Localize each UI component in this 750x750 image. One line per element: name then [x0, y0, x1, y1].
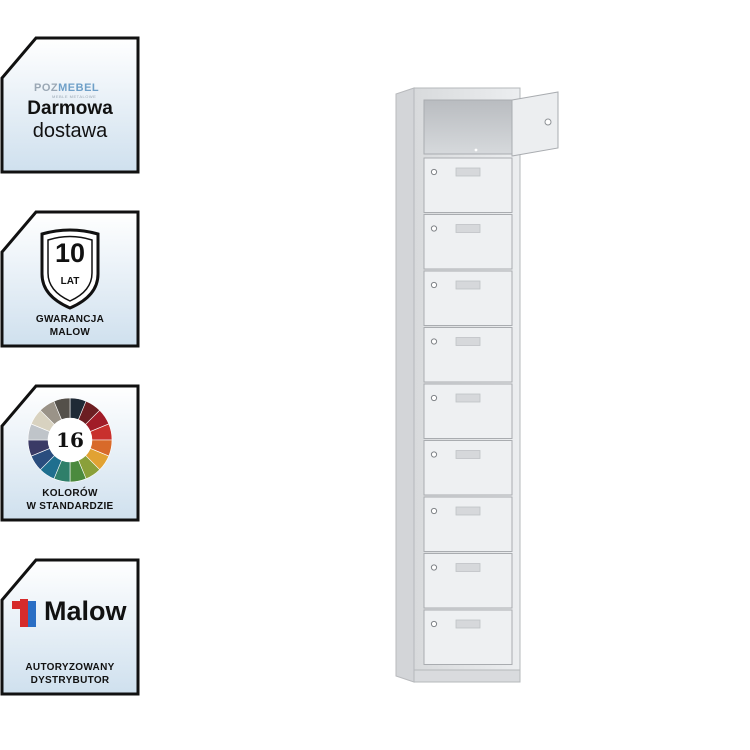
locker-door	[423, 270, 513, 326]
warranty-years: 10	[54, 238, 86, 268]
distributor-caption-line2: DYSTRYBUTOR	[30, 675, 110, 686]
label-holder	[455, 563, 481, 572]
locker-door	[423, 383, 513, 439]
locker-door	[423, 157, 513, 213]
badge-frame	[0, 36, 140, 174]
lock-icon	[430, 338, 438, 345]
badge-frame	[0, 558, 140, 696]
lock-icon	[430, 394, 438, 402]
label-holder	[455, 224, 481, 233]
lock-icon	[430, 507, 438, 515]
label-holder	[455, 619, 481, 629]
label-holder	[455, 337, 481, 346]
locker-door	[423, 327, 513, 383]
lock-icon	[430, 281, 438, 289]
label-holder	[455, 393, 481, 403]
distributor-caption-line1: AUTORYZOWANY	[25, 662, 115, 673]
color-wheel-icon	[27, 397, 113, 483]
badge-colors: 16 KOLORÓW W STANDARDZIE	[0, 384, 140, 522]
malow-brand: Malow	[44, 596, 127, 626]
badge-warranty: 10 LAT GWARANCJA MALOW	[0, 210, 140, 348]
lock-icon	[430, 620, 438, 628]
warranty-unit: LAT	[60, 276, 80, 287]
label-holder	[455, 167, 481, 177]
locker-plinth	[413, 669, 521, 683]
label-holder	[455, 280, 481, 290]
lock-icon	[544, 118, 552, 126]
shield-icon	[40, 228, 100, 310]
label-holder	[455, 450, 481, 459]
warranty-caption-line1: GWARANCJA	[35, 314, 105, 325]
badge-distributor: Malow AUTORYZOWANY DYSTRYBUTOR	[0, 558, 140, 696]
open-door	[511, 91, 559, 157]
lock-icon	[430, 225, 438, 232]
malow-logo-icon	[12, 599, 36, 627]
colors-caption-line2: W STANDARDZIE	[26, 501, 114, 512]
lock-icon	[430, 564, 438, 571]
warranty-caption-line2: MALOW	[49, 327, 91, 338]
colors-caption-line1: KOLORÓW	[42, 488, 98, 499]
locker-door	[423, 214, 513, 270]
color-count: 16	[56, 428, 84, 452]
pozmebel-logo: POZMEBEL	[34, 82, 100, 94]
locker-door	[423, 609, 513, 665]
pozmebel-tagline: MEBLE METALOWE	[52, 94, 97, 99]
open-compartment	[423, 99, 513, 155]
shipping-title-line2: dostawa	[32, 120, 108, 142]
locker-cabinet-image	[395, 87, 559, 683]
locker-door	[423, 496, 513, 552]
lock-icon	[430, 168, 438, 176]
badge-free-shipping: POZMEBEL MEBLE METALOWE Darmowa dostawa	[0, 36, 140, 174]
locker-door	[423, 440, 513, 496]
compartment-doors	[423, 157, 513, 665]
label-holder	[455, 506, 481, 516]
locker-door	[423, 553, 513, 609]
locker-side-panel	[395, 87, 415, 683]
shipping-title-line1: Darmowa	[27, 98, 113, 119]
lock-icon	[430, 451, 438, 458]
